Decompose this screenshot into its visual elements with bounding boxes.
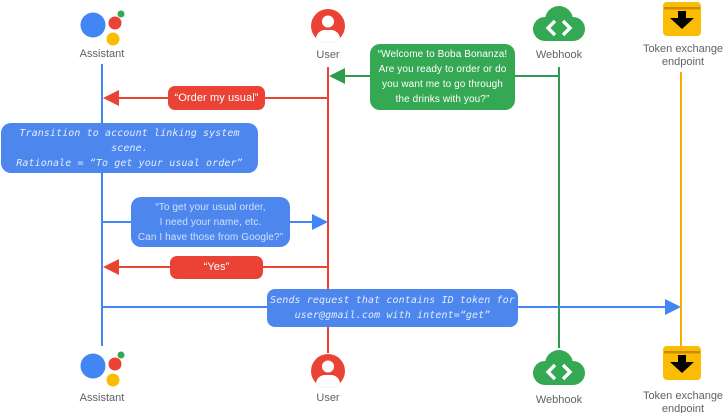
welcome-line: you want me to go through (382, 79, 503, 90)
yes-arrowhead-icon (103, 259, 119, 275)
user-icon (311, 354, 345, 388)
order-arrowhead-icon (103, 90, 119, 106)
account-linking-prompt-bubble: “To get your usual order, I need your na… (131, 197, 290, 247)
account-linking-prompt-arrowhead-icon (312, 214, 328, 230)
webhook-label: Webhook (535, 394, 583, 406)
welcome-arrowhead-icon (329, 68, 345, 84)
token-endpoint-label-line: Token exchange (642, 390, 724, 402)
token-endpoint-icon (663, 346, 701, 380)
webhook-icon (533, 6, 585, 41)
assistant-lifeline (101, 64, 103, 346)
welcome-line: Are you ready to order or do (378, 64, 507, 75)
user-label: User (316, 49, 340, 61)
assistant-icon (80, 10, 125, 46)
token-request-note: Sends request that contains ID token for… (267, 289, 518, 327)
assistant-label: Assistant (79, 392, 125, 404)
user-icon (311, 9, 345, 43)
order-message: “Order my usual” (168, 86, 265, 110)
welcome-line: the drinks with you?” (395, 94, 490, 105)
token-endpoint-label-line: endpoint (661, 403, 705, 413)
webhook-lifeline (558, 67, 560, 348)
user-lifeline (327, 67, 329, 353)
webhook-label: Webhook (535, 49, 583, 61)
prompt-line: I need your name, etc. (159, 216, 262, 228)
yes-message: “Yes” (170, 256, 263, 279)
order-message-text: “Order my usual” (174, 91, 259, 104)
token-endpoint-icon (663, 2, 701, 36)
transition-note: Transition to account linking system sce… (1, 123, 258, 173)
token-endpoint-lifeline (680, 72, 682, 346)
prompt-line: Can I have those from Google?” (137, 231, 284, 243)
welcome-bubble: “Welcome to Boba Bonanza! Are you ready … (370, 44, 515, 110)
token-request-line: user@gmail.com with intent=“get” (294, 310, 491, 321)
yes-message-text: “Yes” (203, 261, 230, 273)
token-endpoint-label-line: Token exchange (642, 43, 724, 55)
token-request-line: Sends request that contains ID token for (270, 295, 515, 306)
token-request-arrowhead-icon (665, 299, 681, 315)
transition-note-line: Rationale = “To get your usual order” (16, 157, 243, 169)
user-label: User (316, 392, 340, 404)
assistant-label: Assistant (79, 48, 125, 60)
transition-note-line: Transition to account linking system sce… (19, 127, 240, 154)
prompt-line: “To get your usual order, (155, 201, 266, 213)
assistant-icon (80, 351, 125, 387)
webhook-icon (533, 350, 585, 385)
token-endpoint-label: Token exchange endpoint (623, 43, 725, 69)
token-endpoint-label-line: endpoint (661, 56, 705, 68)
token-endpoint-label: Token exchange endpoint (623, 390, 725, 413)
welcome-line: “Welcome to Boba Bonanza! (377, 49, 508, 60)
